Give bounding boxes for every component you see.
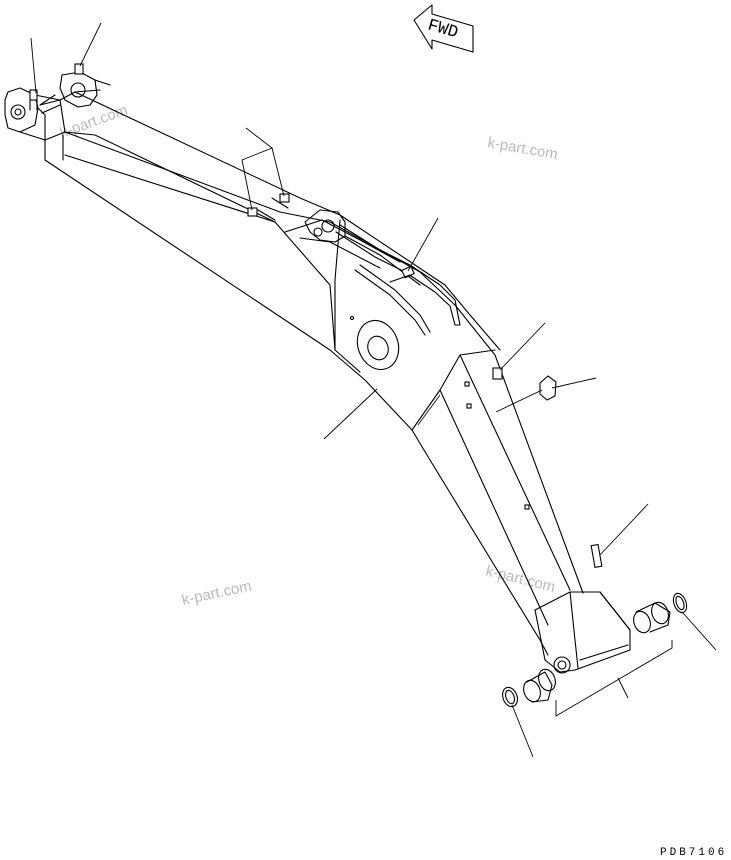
leader-lines bbox=[30, 22, 717, 758]
boom-body bbox=[39, 89, 584, 656]
boom-cylinder-boss bbox=[349, 315, 400, 371]
drawing-code: PDB7106 bbox=[660, 847, 727, 859]
lower-arm-details bbox=[464, 367, 603, 568]
bushing-left bbox=[523, 668, 556, 703]
watermark-1: k-part.com bbox=[58, 102, 130, 142]
watermark-3: k-part.com bbox=[180, 578, 253, 609]
watermark-2: k-part.com bbox=[486, 134, 559, 163]
watermarks: k-part.com k-part.com k-part.com k-part.… bbox=[58, 102, 559, 609]
boom-foot bbox=[4, 63, 111, 141]
forward-arrow-icon: FWD bbox=[413, 4, 474, 53]
arm-cylinder-bracket bbox=[284, 209, 461, 336]
top-brackets bbox=[247, 193, 290, 221]
seal-ring-left bbox=[502, 686, 518, 708]
bushing-right bbox=[633, 601, 671, 634]
watermark-4: k-part.com bbox=[484, 562, 557, 596]
seal-ring-right bbox=[672, 592, 688, 614]
boom-nose bbox=[534, 591, 631, 674]
bushings bbox=[502, 592, 688, 708]
